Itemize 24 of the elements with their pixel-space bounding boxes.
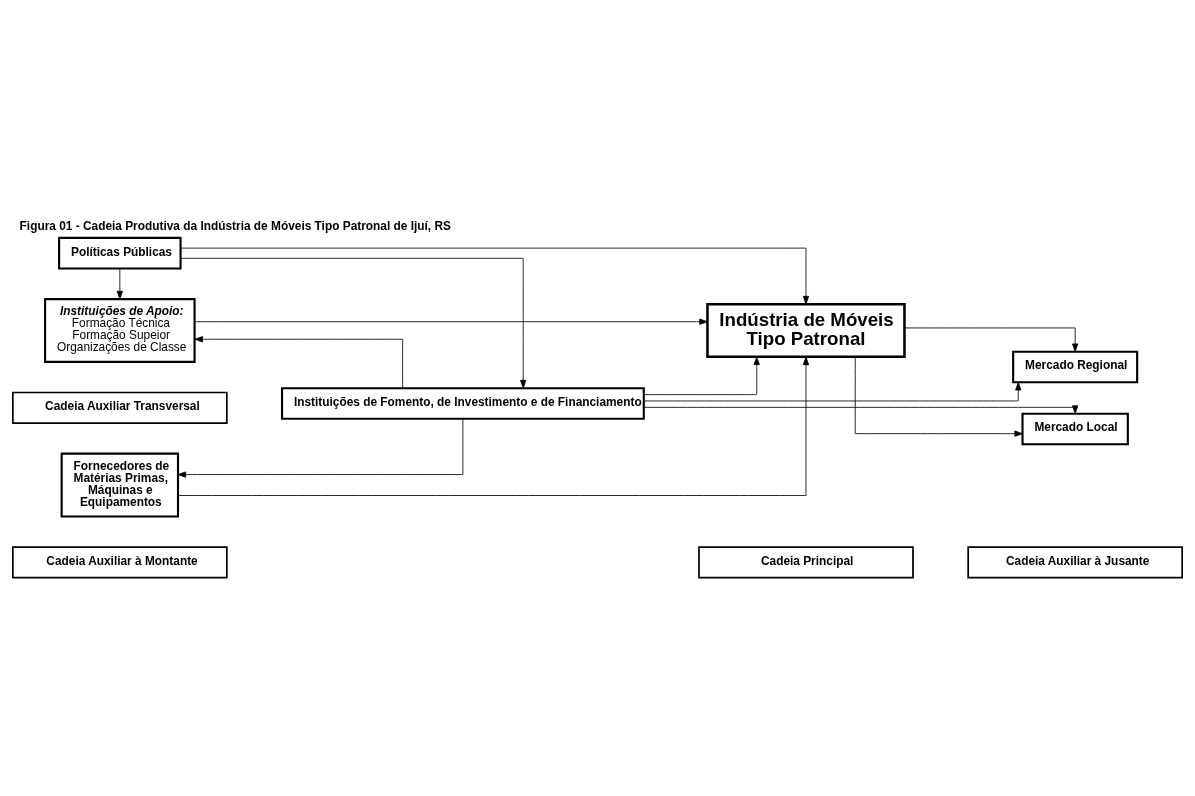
node-box: Cadeia Auxiliar à Jusante [967,546,1183,579]
node-box: Políticas Públicas [58,236,182,270]
node-box: Mercado Local [1021,412,1129,446]
arrow [177,356,810,496]
node-box: Cadeia Auxiliar Transversal [12,391,228,424]
arrow [180,257,527,389]
arrow [643,381,1022,402]
node-box: Indústria de Móveis Tipo Patronal [706,302,906,359]
node-box: Cadeia Principal [698,546,914,579]
arrow [643,405,1079,414]
arrow [116,268,123,300]
arrow [854,356,1023,437]
arrow [180,247,810,305]
arrow [177,418,464,478]
node-box: Mercado Regional [1012,350,1139,384]
node-box: Instituições de Apoio: Formação Técnica Formação Supeior Organizações de Classe [44,298,196,363]
node-box: Fornecedores de Matérias Primas, Máquinas e Equipamentos [60,452,180,518]
arrow [194,336,404,389]
node-box: Cadeia Auxiliar à Montante [12,546,228,579]
node-box: Instituições de Fomento, de Investimento e de Financiamento [280,387,645,420]
arrow [194,318,708,325]
arrow [904,327,1079,352]
arrow [643,356,760,396]
diagram-title: Figura 01 - Cadeia Produtiva da Indústria de Móveis Tipo Patronal de Ijuí, RS [19,219,451,234]
